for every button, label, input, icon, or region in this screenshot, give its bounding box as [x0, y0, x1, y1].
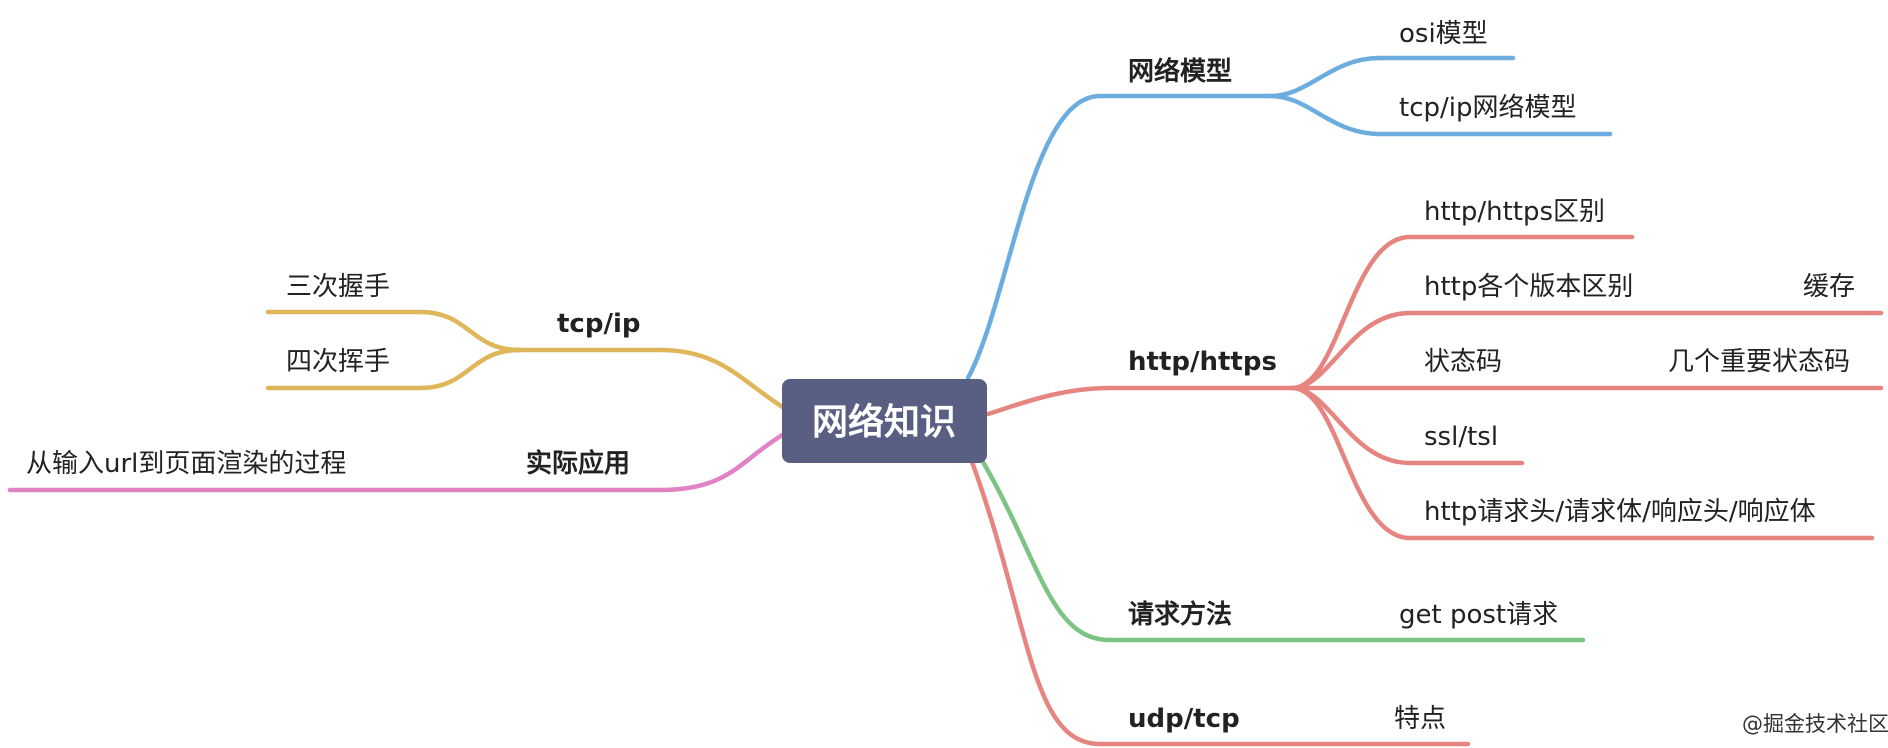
- edge-root-udp-tcp: [969, 459, 1471, 747]
- topic-application: 实际应用: [526, 448, 630, 479]
- edge-http-versions: [1289, 310, 1884, 391]
- subtopic-get-post: get post请求: [1399, 600, 1558, 630]
- edge-network-model-osi: [1267, 55, 1516, 99]
- topic-network-model: 网络模型: [1128, 56, 1232, 87]
- topic-http: http/https: [1128, 347, 1277, 377]
- edge-network-model-tcpip: [1267, 93, 1613, 137]
- edge-root-http: [985, 385, 1295, 417]
- central-topic-label: 网络知识: [812, 401, 956, 443]
- branch-http: http/https http/https区别 http各个版本区别 缓存 状态…: [985, 197, 1884, 541]
- subtopic-osi-model: osi模型: [1399, 19, 1488, 49]
- subtopic-ssl-tsl: ssl/tsl: [1424, 422, 1498, 452]
- subtopic-three-way-handshake: 三次握手: [286, 272, 390, 302]
- central-topic: 网络知识: [782, 379, 987, 463]
- topic-udp-tcp: udp/tcp: [1128, 704, 1240, 734]
- subtopic-http-headers-bodies: http请求头/请求体/响应头/响应体: [1424, 497, 1816, 527]
- subtopic-tcpip-model: tcp/ip网络模型: [1399, 93, 1576, 123]
- subtopic-http-diff: http/https区别: [1424, 197, 1605, 227]
- branch-network-model: 网络模型 osi模型 tcp/ip网络模型: [965, 19, 1613, 381]
- central-topic-box: [782, 379, 987, 463]
- subtopic-status-code: 状态码: [1424, 347, 1502, 377]
- topic-tcp-ip: tcp/ip: [557, 309, 640, 339]
- edge-root-application: [7, 431, 787, 493]
- subtopic-http-versions: http各个版本区别: [1424, 272, 1633, 302]
- branch-request-method: 请求方法 get post请求: [980, 459, 1586, 643]
- edge-tcp-ip-handshake: [265, 309, 523, 353]
- watermark: @掘金技术社区: [1742, 712, 1888, 736]
- edge-root-request-method: [980, 459, 1586, 643]
- edge-root-network-model: [965, 93, 1273, 381]
- edge-root-tcp-ip: [517, 347, 787, 411]
- subtopic-cache: 缓存: [1803, 272, 1855, 302]
- subtopic-important-status-codes: 几个重要状态码: [1668, 347, 1850, 377]
- branch-tcp-ip: tcp/ip 三次握手 四次挥手: [265, 272, 787, 411]
- subtopic-features: 特点: [1394, 704, 1446, 734]
- edge-tcp-ip-wave: [265, 347, 523, 391]
- subtopic-four-way-wave: 四次挥手: [286, 347, 390, 377]
- branch-udp-tcp: udp/tcp 特点: [969, 459, 1471, 747]
- edge-http-headers: [1289, 385, 1875, 541]
- subtopic-url-to-render: 从输入url到页面渲染的过程: [26, 449, 346, 479]
- branch-application: 实际应用 从输入url到页面渲染的过程: [7, 431, 787, 493]
- topic-request-method: 请求方法: [1128, 599, 1232, 630]
